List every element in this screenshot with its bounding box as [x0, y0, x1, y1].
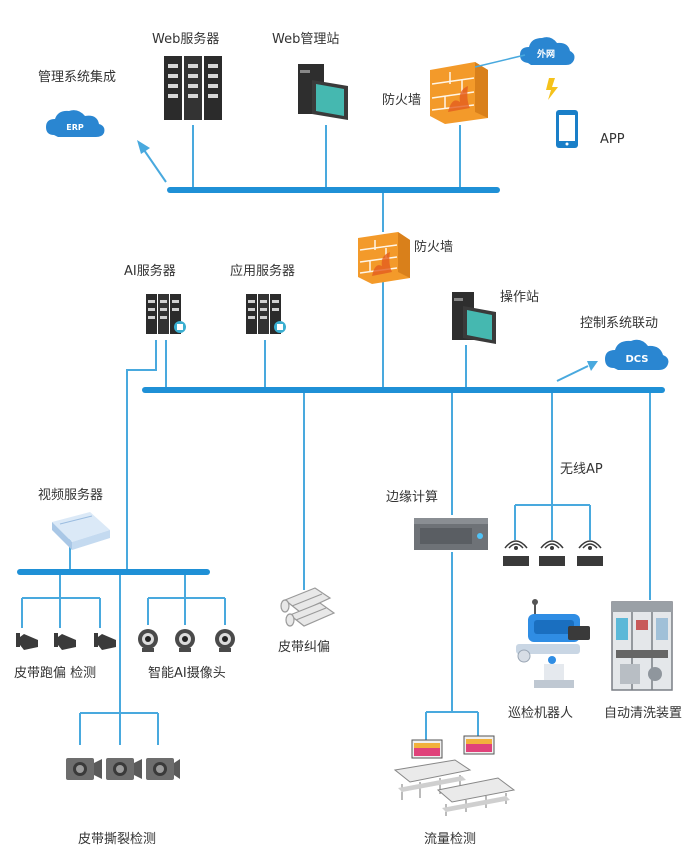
belt-correction-icon [280, 587, 336, 627]
app-server-label: 应用服务器 [230, 264, 296, 279]
internet-cloud-label: 外网 [536, 48, 555, 60]
web-station-icon [298, 64, 348, 120]
edge-compute-icon [414, 518, 488, 550]
belt-tear-label: 皮带撕裂检测 [78, 832, 157, 847]
belt-deviation-label: 皮带跑偏 检测 [14, 666, 97, 681]
control-linkage-label: 控制系统联动 [580, 316, 659, 331]
arrow-to-erp-icon [137, 140, 167, 183]
video-server-label: 视频服务器 [38, 488, 104, 503]
wireless-ap-label: 无线AP [560, 462, 603, 477]
auto-cleaning-label: 自动清洗装置 [604, 706, 683, 721]
belt-correction-label: 皮带纠偏 [278, 640, 331, 655]
op-station-label: 操作站 [500, 290, 540, 305]
network-buses [17, 187, 665, 575]
wireless-ap-icons [503, 540, 603, 566]
arrow-to-dcs-icon [556, 361, 598, 382]
phone-app-icon [556, 110, 578, 148]
lightning-icon [546, 78, 558, 100]
erp-cloud-label: ERP [66, 123, 84, 132]
patrol-robot-icon [516, 599, 590, 688]
ai-server-label: AI服务器 [124, 264, 176, 279]
internet-cloud-icon: 外网 [520, 37, 575, 65]
ai-dome-camera-icons [138, 629, 235, 652]
flow-detect-icon [393, 735, 516, 816]
firewall-top-label: 防火墙 [382, 93, 422, 108]
connector-lines [21, 125, 651, 745]
bullet-camera-icons [16, 633, 116, 650]
dcs-cloud-label: DCS [625, 354, 648, 365]
edge-compute-label: 边缘计算 [386, 490, 439, 505]
patrol-robot-label: 巡检机器人 [508, 706, 574, 721]
erp-cloud-icon: ERP [46, 110, 105, 137]
flow-detect-label: 流量检测 [424, 832, 477, 847]
box-camera-icons [66, 758, 180, 780]
operator-station-icon [452, 292, 496, 344]
app-label: APP [600, 132, 625, 147]
mgmt-integration-label: 管理系统集成 [38, 70, 117, 85]
auto-cleaning-device-icon [611, 601, 673, 691]
ai-server-icon [146, 294, 186, 334]
firewall-mid-icon [358, 232, 410, 284]
firewall-mid-label: 防火墙 [414, 240, 454, 255]
dcs-cloud-icon: DCS [605, 339, 669, 370]
web-station-label: Web管理站 [272, 32, 340, 47]
web-server-icon [164, 56, 222, 120]
video-server-icon [52, 512, 110, 550]
web-server-label: Web服务器 [152, 32, 220, 47]
smart-ai-camera-label: 智能AI摄像头 [148, 666, 226, 681]
firewall-top-icon [430, 54, 526, 124]
app-server-icon [246, 294, 286, 334]
